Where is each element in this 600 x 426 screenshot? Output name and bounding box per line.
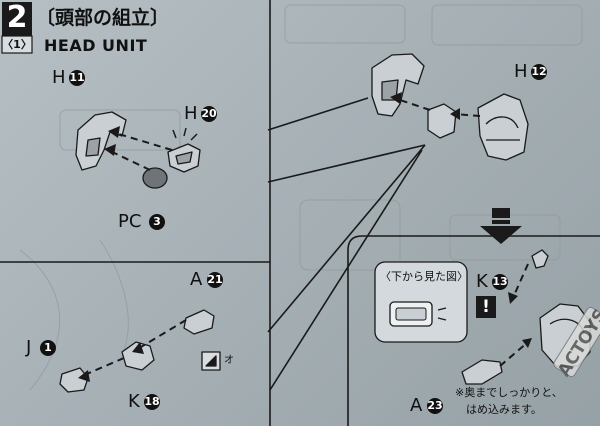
- label-k18-letter: K: [128, 391, 140, 412]
- label-pc3-letter: PC: [118, 211, 142, 232]
- gate-mark-text: オ: [224, 355, 234, 366]
- label-j1-num: 1: [40, 340, 56, 356]
- part-a23-drawing: [461, 359, 503, 385]
- label-h12-letter: H: [514, 61, 528, 82]
- part-a21-drawing: [183, 309, 215, 335]
- label-h12-num: 12: [531, 64, 547, 80]
- down-arrow-icon: [480, 208, 522, 244]
- label-h11: H 11: [52, 67, 85, 88]
- label-pc3: PC 3: [118, 211, 165, 232]
- step-number: 2: [6, 0, 28, 35]
- part-h12-assembled-drawing: [371, 53, 425, 117]
- label-k18: K 18: [128, 391, 160, 412]
- part-h12-front-drawing: [427, 103, 457, 139]
- label-j1: J 1: [26, 337, 56, 358]
- label-a21: A 21: [190, 269, 223, 290]
- part-k18-drawing: [121, 341, 155, 371]
- label-h12: H 12: [514, 61, 547, 82]
- step-title-jp: 〔頭部の組立〕: [36, 7, 170, 29]
- label-h11-letter: H: [52, 67, 66, 88]
- label-a23: A 23: [410, 395, 443, 416]
- label-a21-num: 21: [207, 272, 223, 288]
- substep-label: 〈1〉: [2, 38, 32, 51]
- label-a21-letter: A: [190, 269, 203, 290]
- note-line-1: ※奥までしっかりと、: [455, 386, 563, 399]
- label-k13-num: 13: [492, 274, 508, 290]
- warning-icon: [476, 296, 496, 318]
- part-h20-drawing: [167, 143, 201, 173]
- label-a23-num: 23: [427, 398, 443, 414]
- warning-mark: !: [482, 297, 490, 317]
- label-pc3-num: 3: [149, 214, 165, 230]
- part-h12-back-drawing: [477, 93, 529, 161]
- step-title-en: HEAD UNIT: [44, 36, 148, 55]
- bottom-view-label: 〈下から見た図〉: [380, 270, 468, 283]
- note-line-2: はめ込みます。: [466, 403, 542, 416]
- part-j1-drawing: [59, 367, 89, 393]
- label-a23-letter: A: [410, 395, 423, 416]
- label-h20-num: 20: [201, 106, 217, 122]
- part-h11-drawing: [75, 111, 127, 171]
- part-k13-drawing: [531, 249, 549, 269]
- label-k13-letter: K: [476, 271, 488, 292]
- label-h20-letter: H: [184, 103, 198, 124]
- label-k18-num: 18: [144, 394, 160, 410]
- label-k13: K 13: [476, 271, 508, 292]
- label-h11-num: 11: [69, 70, 85, 86]
- part-pc3-drawing: [142, 167, 168, 189]
- label-h20: H 20: [184, 103, 217, 124]
- label-j1-letter: J: [26, 337, 32, 358]
